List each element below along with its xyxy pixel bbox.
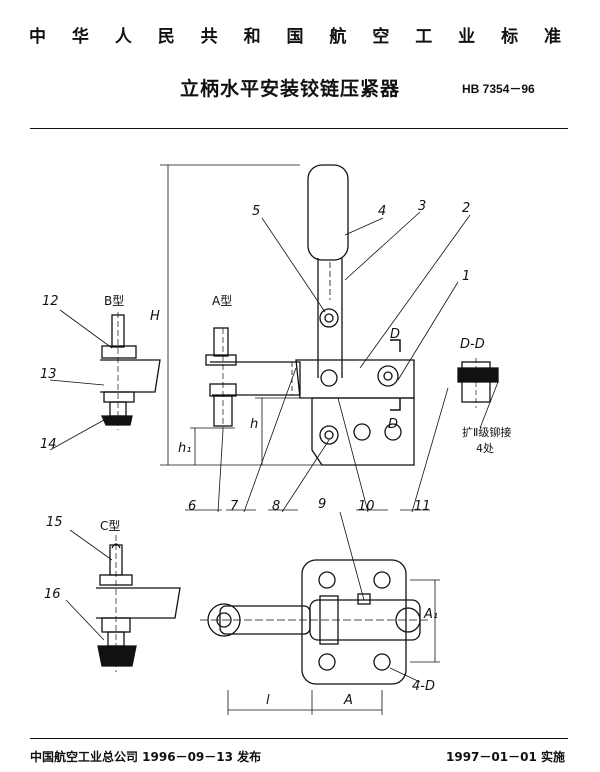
part-8-label: 8 (272, 499, 280, 514)
b-type-label: B型 (104, 294, 124, 308)
part-7-label: 7 (230, 499, 239, 514)
part-2-label: 2 (462, 201, 470, 216)
handle-grip (307, 164, 349, 261)
part-12-label: 12 (42, 294, 59, 309)
part-16-label: 16 (44, 587, 61, 602)
part-1-label: 1 (462, 269, 470, 284)
part-14-label: 14 (40, 437, 57, 452)
dim-A1: A₁ (423, 607, 438, 622)
standard-code: HB 7354－96 (462, 82, 535, 96)
dim-h1: h₁ (178, 441, 191, 456)
dim-h: h (250, 417, 258, 432)
rivet-count: 4处 (476, 442, 494, 455)
part-5-label: 5 (252, 204, 260, 219)
cut-mark-D-top: D (390, 327, 400, 342)
rivet-note: 扩Ⅱ级铆接 (462, 425, 511, 439)
cut-mark-D-bottom: D (388, 417, 398, 432)
dim-A: A (343, 693, 353, 708)
part-9-label: 9 (318, 497, 326, 512)
a-type-label: A型 (212, 294, 232, 308)
publish-date: 中国航空工业总公司 1996－09－13 发布 (30, 750, 262, 764)
dim-holes: 4-D (412, 679, 435, 694)
part-13-label: 13 (40, 367, 57, 382)
effective-date: 1997－01－01 实施 (446, 750, 565, 764)
footer-rule (30, 738, 568, 739)
part-15-label: 15 (46, 515, 63, 530)
section-label: D-D (460, 337, 485, 352)
a-spindle (213, 327, 229, 357)
part-6-label: 6 (188, 499, 196, 514)
dim-H: H (150, 309, 160, 324)
part-3-label: 3 (418, 199, 426, 214)
plan-view (200, 511, 440, 715)
plan-base (301, 559, 407, 685)
part-4-label: 4 (378, 204, 386, 219)
pivot-right (377, 365, 399, 387)
part-11-label: 11 (414, 499, 431, 514)
b-type-view (49, 309, 161, 451)
header-rule (30, 128, 568, 129)
dim-l: l (266, 693, 270, 708)
c-type-view (65, 529, 181, 672)
standard-org-header: 中 华 人 民 共 和 国 航 空 工 业 标 准 (28, 27, 572, 47)
main-front-view (160, 164, 471, 513)
pivot-5 (319, 308, 339, 328)
part-10-label: 10 (358, 499, 375, 514)
clamp-arm (210, 361, 301, 396)
document-title: 立柄水平安装铰链压紧器 (180, 78, 401, 100)
c-type-label: C型 (100, 519, 120, 533)
d-d-section (457, 358, 499, 429)
